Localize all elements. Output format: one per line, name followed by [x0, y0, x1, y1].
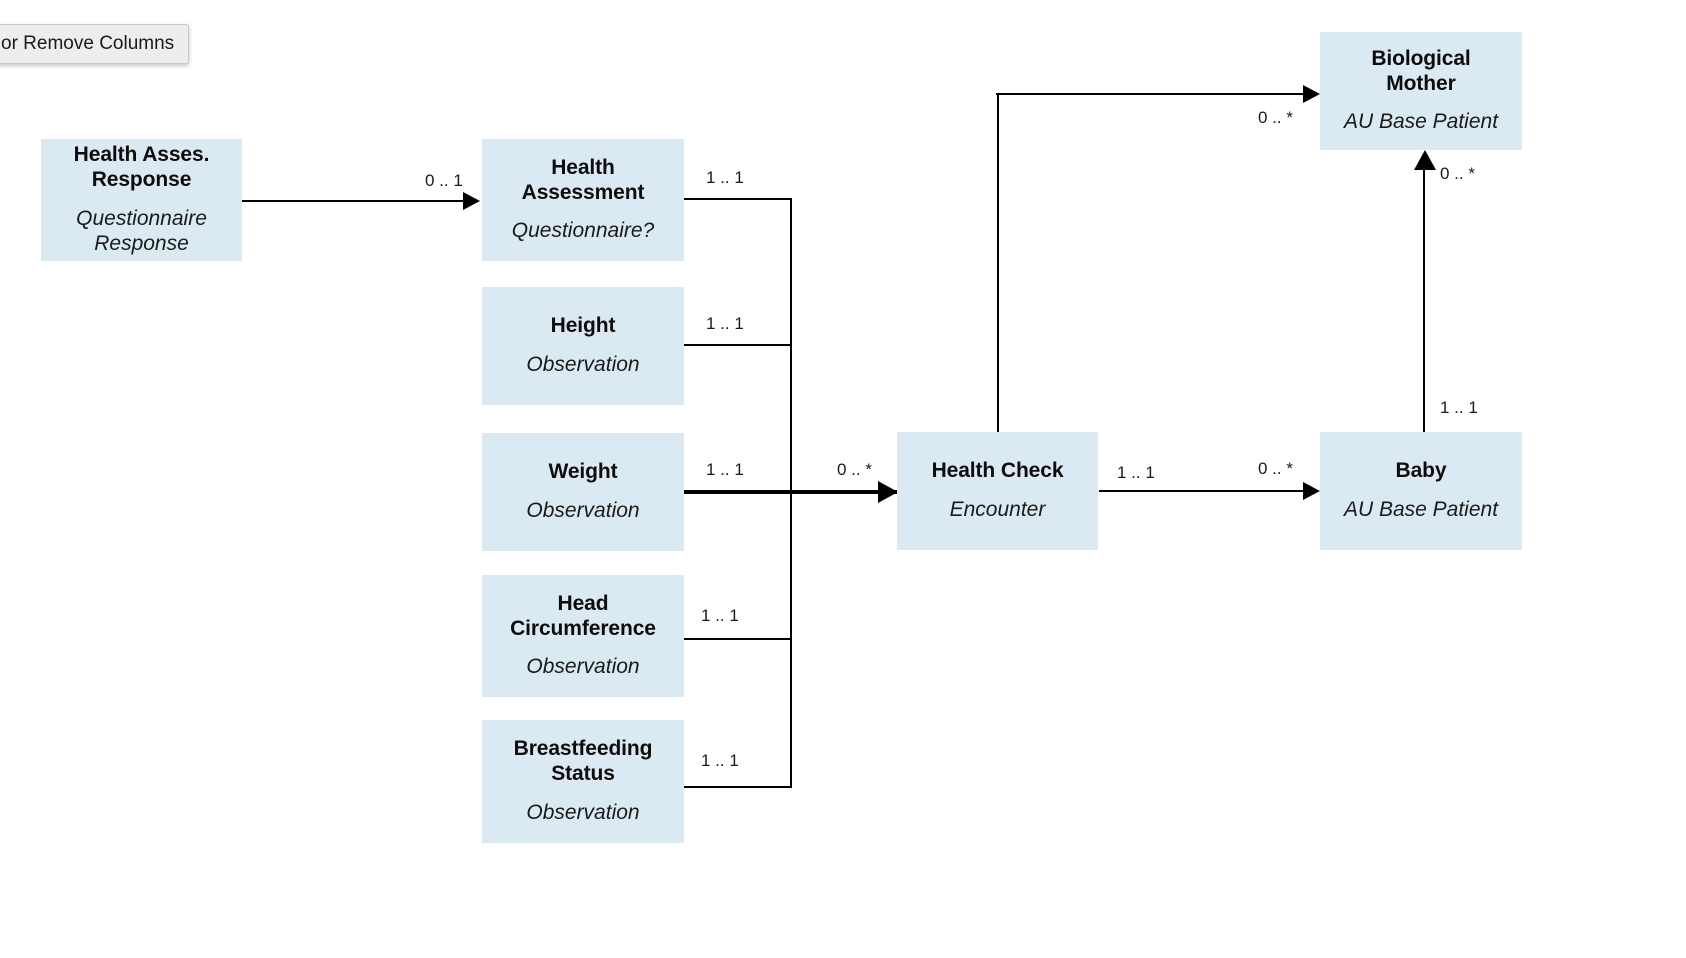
node-title: Health Check: [931, 459, 1064, 483]
node-head-circumference[interactable]: Head Circumference Observation: [482, 575, 684, 697]
edge-headcirc-to-spine: [684, 638, 792, 640]
node-title: Health Asses. Response: [73, 143, 210, 192]
node-title: Head Circumference: [510, 591, 656, 640]
node-subtitle: Observation: [526, 655, 640, 679]
label-spine-to-healthcheck: 0 .. *: [837, 460, 872, 479]
edge-height-to-spine: [684, 344, 792, 346]
label-response-to-assessment: 0 .. 1: [425, 171, 463, 190]
arrowhead-response-to-assessment: [463, 192, 480, 210]
edge-healthcheck-to-mother-vertical: [997, 93, 999, 434]
node-health-assessment[interactable]: Health Assessment Questionnaire?: [482, 139, 684, 261]
node-health-check[interactable]: Health Check Encounter: [897, 432, 1098, 550]
node-subtitle: Observation: [526, 353, 640, 376]
node-subtitle: Questionnaire Response: [76, 207, 207, 255]
node-title: Height: [550, 314, 616, 338]
label-breastfeeding-to-spine: 1 .. 1: [701, 751, 739, 770]
node-biological-mother[interactable]: Biological Mother AU Base Patient: [1320, 32, 1522, 150]
arrowhead-baby-to-mother: [1414, 150, 1436, 170]
edge-weight-to-healthcheck: [684, 490, 898, 494]
node-health-asses-response[interactable]: Health Asses. Response Questionnaire Res…: [41, 139, 242, 261]
edge-healthcheck-to-mother-horizontal: [996, 93, 1305, 95]
arrowhead-healthcheck-to-mother: [1303, 85, 1320, 103]
node-breastfeeding-status[interactable]: Breastfeeding Status Observation: [482, 720, 684, 843]
add-or-remove-columns-button[interactable]: or Remove Columns: [0, 24, 190, 64]
node-subtitle: Encounter: [949, 498, 1046, 521]
node-title: Weight: [548, 460, 618, 484]
edge-assessment-to-spine: [684, 198, 792, 200]
label-assessment-to-spine: 1 .. 1: [706, 168, 744, 187]
node-weight[interactable]: Weight Observation: [482, 433, 684, 551]
edge-response-to-assessment: [242, 200, 465, 202]
edge-baby-to-mother: [1423, 168, 1425, 433]
edge-breastfeeding-to-spine: [684, 786, 792, 788]
arrowhead-spine-to-healthcheck: [878, 481, 898, 503]
node-title: Breastfeeding Status: [513, 737, 653, 786]
label-weight-to-spine: 1 .. 1: [706, 460, 744, 479]
label-baby-to-mother-source: 1 .. 1: [1440, 398, 1478, 417]
label-baby-to-mother-target: 0 .. *: [1440, 164, 1475, 183]
node-title: Biological Mother: [1371, 46, 1471, 95]
node-subtitle: AU Base Patient: [1343, 498, 1499, 521]
label-height-to-spine: 1 .. 1: [706, 314, 744, 333]
node-title: Baby: [1395, 459, 1447, 483]
edge-healthcheck-to-baby: [1099, 490, 1305, 492]
label-healthcheck-to-baby-target: 0 .. *: [1258, 459, 1293, 478]
node-subtitle: Observation: [526, 499, 640, 522]
node-title: Health Assessment: [521, 155, 645, 204]
arrowhead-healthcheck-to-baby: [1303, 482, 1320, 500]
label-healthcheck-to-mother: 0 .. *: [1258, 108, 1293, 127]
node-subtitle: AU Base Patient: [1343, 110, 1499, 134]
node-subtitle: Questionnaire?: [511, 219, 655, 243]
node-baby[interactable]: Baby AU Base Patient: [1320, 432, 1522, 550]
label-headcirc-to-spine: 1 .. 1: [701, 606, 739, 625]
node-height[interactable]: Height Observation: [482, 287, 684, 405]
label-healthcheck-to-baby-source: 1 .. 1: [1117, 463, 1155, 482]
node-subtitle: Observation: [526, 800, 640, 824]
